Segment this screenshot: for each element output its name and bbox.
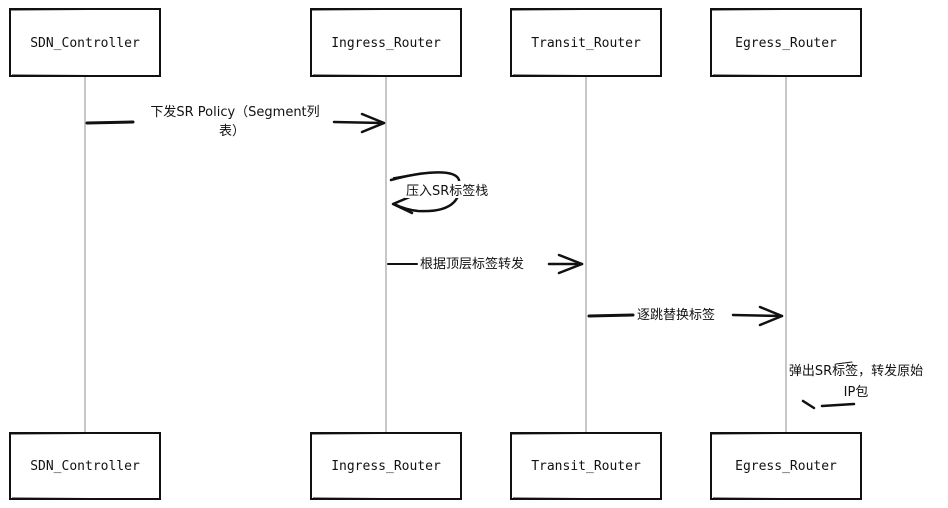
message-label-forward-top-label: 根据顶层标签转发 bbox=[420, 256, 524, 272]
message-label-push-label-stack: 压入SR标签栈 bbox=[406, 183, 488, 199]
arrow-head bbox=[360, 112, 386, 134]
actor-box-ingress-router-bottom: Ingress_Router bbox=[310, 432, 462, 500]
arrow-head bbox=[391, 194, 414, 215]
actor-box-sdn-controller-top: SDN_Controller bbox=[9, 8, 161, 77]
actor-box-sdn-controller-bottom: SDN_Controller bbox=[9, 432, 161, 500]
message-egress-self: 弹出SR标签，转发原始 IP包 bbox=[789, 361, 923, 410]
actor-label-sdn-controller-bottom: SDN_Controller bbox=[30, 459, 140, 474]
arrow-head bbox=[758, 305, 784, 327]
message-label-sr-policy-line1: 下发SR Policy（Segment列 bbox=[150, 104, 319, 120]
message-label-swap-label: 逐跳替换标签 bbox=[637, 307, 715, 323]
actor-label-ingress-router-bottom: Ingress_Router bbox=[331, 459, 441, 474]
message-ingress-self: 压入SR标签栈 bbox=[389, 171, 503, 215]
actor-box-transit-router-bottom: Transit_Router bbox=[510, 432, 662, 500]
message-label-sr-policy-line2: 表） bbox=[219, 124, 245, 139]
actor-label-ingress-router: Ingress_Router bbox=[331, 36, 441, 51]
message-label-pop-label-line1: 弹出SR标签，转发原始 bbox=[789, 363, 923, 379]
arrow-head bbox=[557, 253, 584, 275]
message-label-pop-label-line2: IP包 bbox=[844, 385, 869, 400]
message-ingress-to-transit: 根据顶层标签转发 bbox=[387, 253, 584, 275]
actor-label-transit-router-bottom: Transit_Router bbox=[531, 459, 641, 474]
actor-box-transit-router-top: Transit_Router bbox=[510, 8, 662, 77]
actor-label-sdn-controller: SDN_Controller bbox=[30, 36, 140, 51]
actor-box-ingress-router-top: Ingress_Router bbox=[310, 8, 462, 77]
actor-label-egress-router: Egress_Router bbox=[735, 36, 837, 51]
message-sdn-to-ingress: 下发SR Policy（Segment列 表） bbox=[85, 104, 386, 139]
actor-label-transit-router: Transit_Router bbox=[531, 36, 641, 51]
actor-box-egress-router-bottom: Egress_Router bbox=[710, 432, 862, 500]
message-transit-to-egress: 逐跳替换标签 bbox=[587, 305, 784, 327]
actor-label-egress-router-bottom: Egress_Router bbox=[735, 459, 837, 474]
actor-box-egress-router-top: Egress_Router bbox=[710, 8, 862, 77]
